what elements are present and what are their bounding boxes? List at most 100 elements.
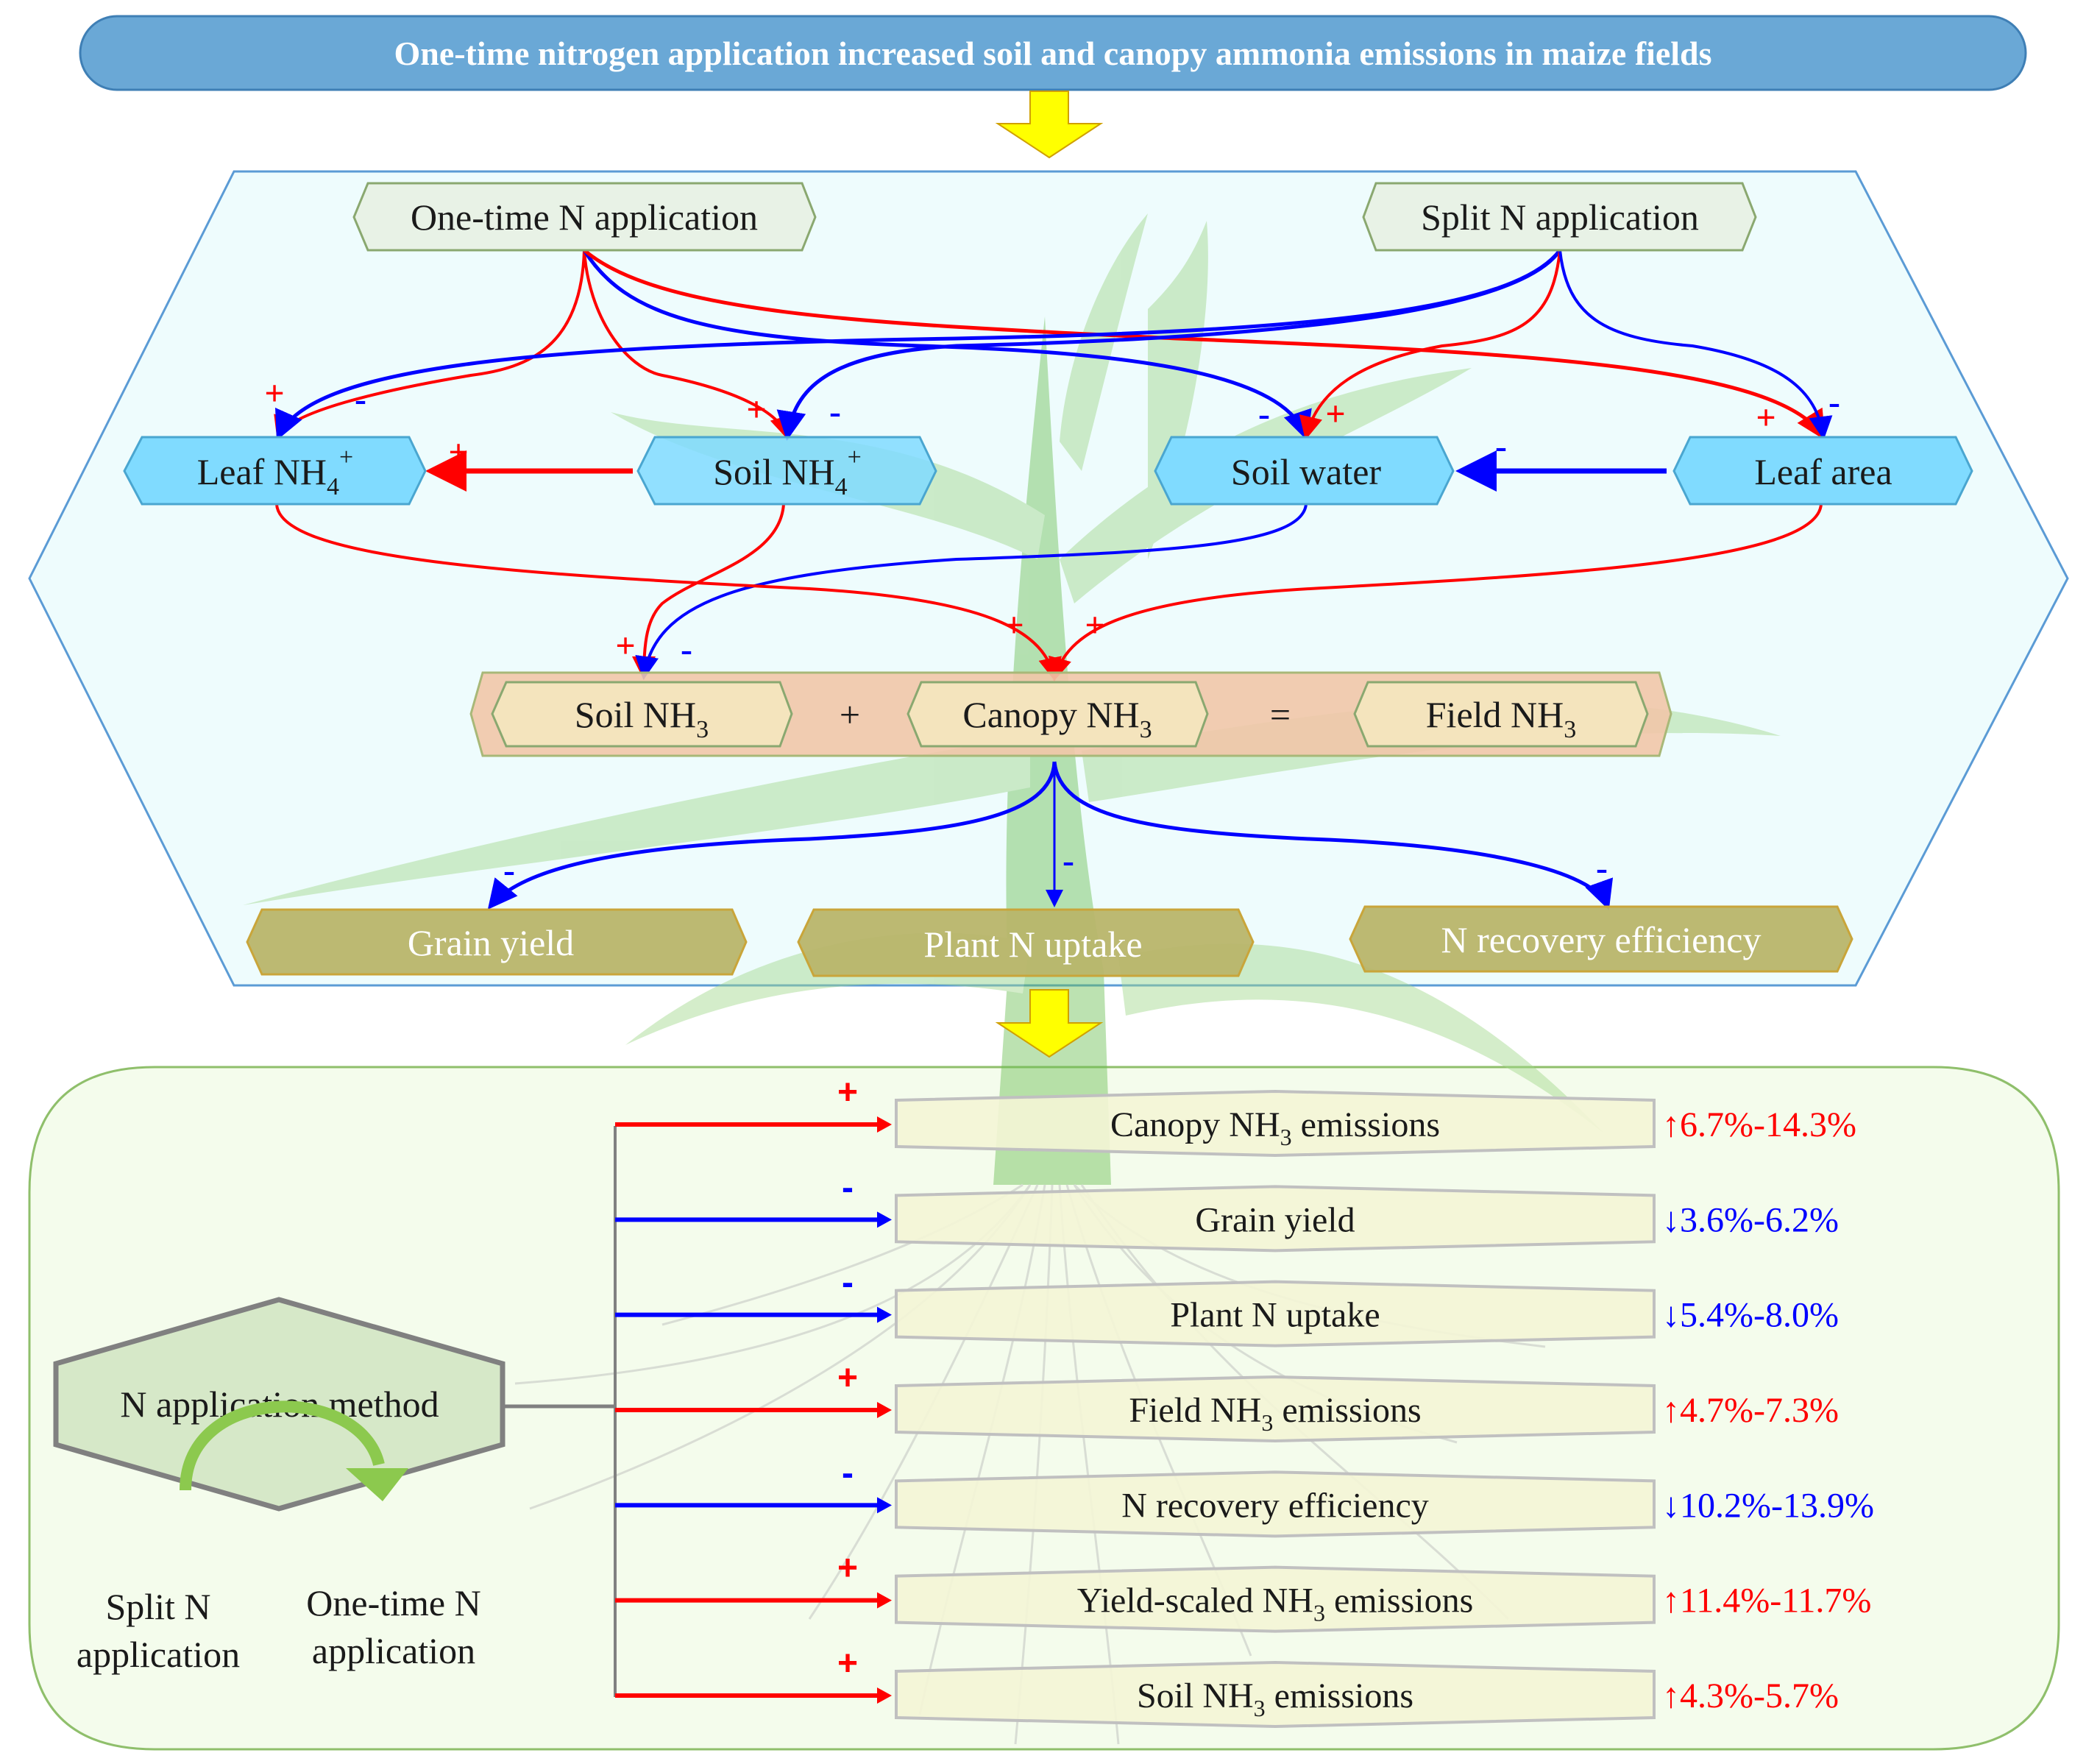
- effect-label: Field NH3 emissions: [1129, 1391, 1421, 1436]
- effect-row: -Grain yield↓3.6%-6.2%: [615, 1168, 1839, 1253]
- link-split-to-leafarea: [1558, 249, 1833, 440]
- treatment-split: Split N application: [1362, 182, 1757, 252]
- effect-box: [895, 1375, 1656, 1443]
- from-label-line2: application: [77, 1634, 240, 1675]
- arrowhead-icon: [877, 1497, 892, 1514]
- transition-arrow-icon: [180, 1400, 408, 1501]
- process-leaf-nh4-label: Leaf NH4+: [197, 444, 353, 500]
- effect-value: ↑4.7%-7.3%: [1662, 1391, 1839, 1430]
- maize-leaf: [243, 736, 1030, 905]
- link-onetime-to-soilnh4: [583, 249, 793, 440]
- sign-plus: +: [1085, 606, 1104, 645]
- sign-plus: +: [1004, 606, 1024, 645]
- link-onetime-to-leafarea: [583, 249, 1826, 441]
- upper-panel: [28, 170, 2069, 987]
- nh3-canopy-box: Canopy NH3: [907, 681, 1209, 748]
- outcome-grain-yield: Grain yield: [246, 908, 748, 976]
- effect-row: - N recovery efficiency ↓10.2%-13.9%: [615, 1453, 1874, 1538]
- title-bar: [79, 15, 2027, 91]
- effect-value: ↑11.4%-11.7%: [1662, 1581, 1871, 1620]
- effect-row: - Plant N uptake ↓5.4%-8.0%: [615, 1264, 1839, 1347]
- effect-sign: -: [842, 1264, 854, 1303]
- link-leafarea-to-canopynh3: [1049, 503, 1823, 681]
- effect-row: + Yield-scaled NH3 emissions ↑11.4%-11.7%: [615, 1549, 1871, 1633]
- effect-row: + Field NH3 emissions ↑4.7%-7.3%: [615, 1359, 1839, 1443]
- nh3-equation-band: Soil NH3 + Canopy NH3 = Field NH3: [469, 671, 1672, 757]
- maize-leaf: [1118, 943, 1604, 1133]
- process-soil-nh4-label: Soil NH4+: [713, 444, 862, 500]
- link-canopynh3-to-nrecovery: [1052, 761, 1613, 910]
- down-arrow-icon: [995, 91, 1104, 159]
- arrowhead-icon: [877, 1402, 892, 1418]
- sign-plus: +: [264, 374, 284, 413]
- link-onetime-to-leafnh4: [274, 249, 586, 440]
- arrowhead-icon: [877, 1687, 892, 1704]
- effect-label: Plant N uptake: [1170, 1296, 1380, 1335]
- nh3-canopy-label: Canopy NH3: [962, 694, 1152, 743]
- link-split-to-soilwater: [1299, 249, 1561, 440]
- effect-value: ↓3.6%-6.2%: [1662, 1200, 1839, 1239]
- effect-sign: +: [837, 1359, 858, 1398]
- effect-label: Grain yield: [1195, 1200, 1355, 1239]
- effect-value: ↓10.2%-13.9%: [1662, 1486, 1874, 1525]
- nh3-field-box: Field NH3: [1353, 681, 1649, 748]
- sign-plus: +: [1756, 398, 1775, 437]
- process-leaf-nh4: Leaf NH4+: [123, 436, 427, 506]
- treatment-split-label: Split N application: [1421, 196, 1699, 238]
- maize-leaf: [1060, 368, 1472, 603]
- effect-box: [895, 1280, 1656, 1347]
- sign-plus: +: [448, 433, 468, 472]
- process-soil-nh4: Soil NH4+: [636, 436, 937, 506]
- effect-rows: +Canopy NH3 emissions↑6.7%-14.3% - Grain y…: [615, 1073, 1874, 1729]
- process-leaf-area-label: Leaf area: [1754, 451, 1892, 492]
- effect-row: +Canopy NH3 emissions↑6.7%-14.3%: [615, 1073, 1856, 1158]
- arrowhead-icon: [877, 1211, 892, 1228]
- sign-plus: +: [1325, 394, 1345, 433]
- down-arrow-icon: [995, 989, 1104, 1058]
- sign-minus: -: [355, 380, 366, 419]
- effect-box: [895, 1470, 1656, 1538]
- to-label-line2: application: [312, 1630, 475, 1671]
- arrowhead-icon: [877, 1306, 892, 1323]
- sign-minus: -: [681, 630, 692, 669]
- link-soilnh4-to-soilnh3: [632, 503, 785, 680]
- outcome-grain-yield-label: Grain yield: [408, 922, 574, 963]
- process-soil-water: Soil water: [1154, 436, 1455, 506]
- effect-label: N recovery efficiency: [1121, 1486, 1429, 1525]
- effect-box: [895, 1565, 1656, 1633]
- link-canopynh3-to-grainyield: [487, 761, 1057, 910]
- link-leafnh4-to-canopynh3: [275, 503, 1062, 681]
- sign-minus: -: [503, 851, 515, 890]
- sign-minus: -: [1596, 849, 1608, 888]
- process-leaf-area: Leaf area: [1672, 436, 1973, 506]
- outcome-plant-n-uptake-label: Plant N uptake: [923, 924, 1142, 965]
- link-onetime-to-soilwater: [582, 249, 1312, 441]
- arrowhead-icon: [877, 1592, 892, 1609]
- from-label-line1: Split N: [105, 1586, 210, 1627]
- causal-links: [274, 249, 1833, 910]
- effect-label: Yield-scaled NH3 emissions: [1077, 1581, 1474, 1626]
- effect-label: Canopy NH3 emissions: [1110, 1105, 1440, 1150]
- link-split-to-soilnh4: [776, 249, 1562, 441]
- sign-minus: -: [1495, 427, 1507, 466]
- sign-minus: -: [1258, 394, 1270, 433]
- outcome-plant-n-uptake: Plant N uptake: [797, 908, 1255, 977]
- title-text: One-time nitrogen application increased …: [394, 35, 1711, 72]
- treatment-one-time: One-time N application: [352, 182, 817, 252]
- equals-sign: =: [1270, 694, 1291, 735]
- effect-value: ↑4.3%-5.7%: [1662, 1676, 1839, 1715]
- effect-sign: +: [837, 1549, 858, 1588]
- effect-sign: +: [837, 1644, 858, 1683]
- arrowhead-icon: [877, 1116, 892, 1133]
- process-soil-water-label: Soil water: [1231, 451, 1381, 492]
- sign-plus: +: [615, 626, 635, 665]
- nh3-field-label: Field NH3: [1426, 694, 1577, 743]
- effect-row: +Soil NH3 emissions↑4.3%-5.7%: [615, 1644, 1839, 1729]
- effect-box: [895, 1660, 1656, 1729]
- effect-value: ↓5.4%-8.0%: [1662, 1296, 1839, 1335]
- sign-minus: -: [1062, 841, 1074, 880]
- effect-sign: -: [842, 1453, 854, 1492]
- sign-minus: -: [1828, 383, 1840, 422]
- sign-plus: +: [746, 390, 766, 429]
